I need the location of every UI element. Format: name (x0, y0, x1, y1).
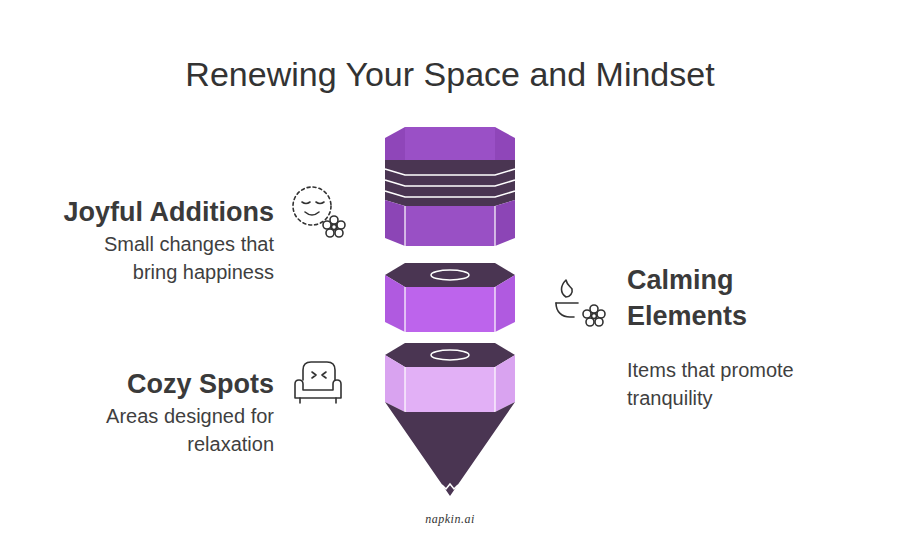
diagram-title: Renewing Your Space and Mindset (0, 52, 900, 96)
bottom-segment (385, 343, 515, 496)
candle-icon (556, 280, 605, 326)
top-segment (385, 127, 515, 246)
callout-heading: Joyful Additions (34, 194, 274, 230)
callout-heading: Calming Elements (627, 262, 777, 334)
callout-heading: Cozy Spots (34, 366, 274, 402)
callout-description: Small changes that bring happiness (84, 230, 274, 286)
armchair-icon (295, 362, 341, 403)
watermark: napkin.ai (0, 511, 900, 527)
text-callout: Calming ElementsItems that promote tranq… (627, 262, 857, 412)
callout-description: Items that promote tranquility (627, 356, 837, 412)
middle-segment (385, 263, 515, 332)
text-callout: Joyful AdditionsSmall changes that bring… (34, 194, 274, 286)
callout-description: Areas designed for relaxation (84, 402, 274, 458)
text-callout: Cozy SpotsAreas designed for relaxation (34, 366, 274, 458)
smile-icon (293, 187, 345, 237)
